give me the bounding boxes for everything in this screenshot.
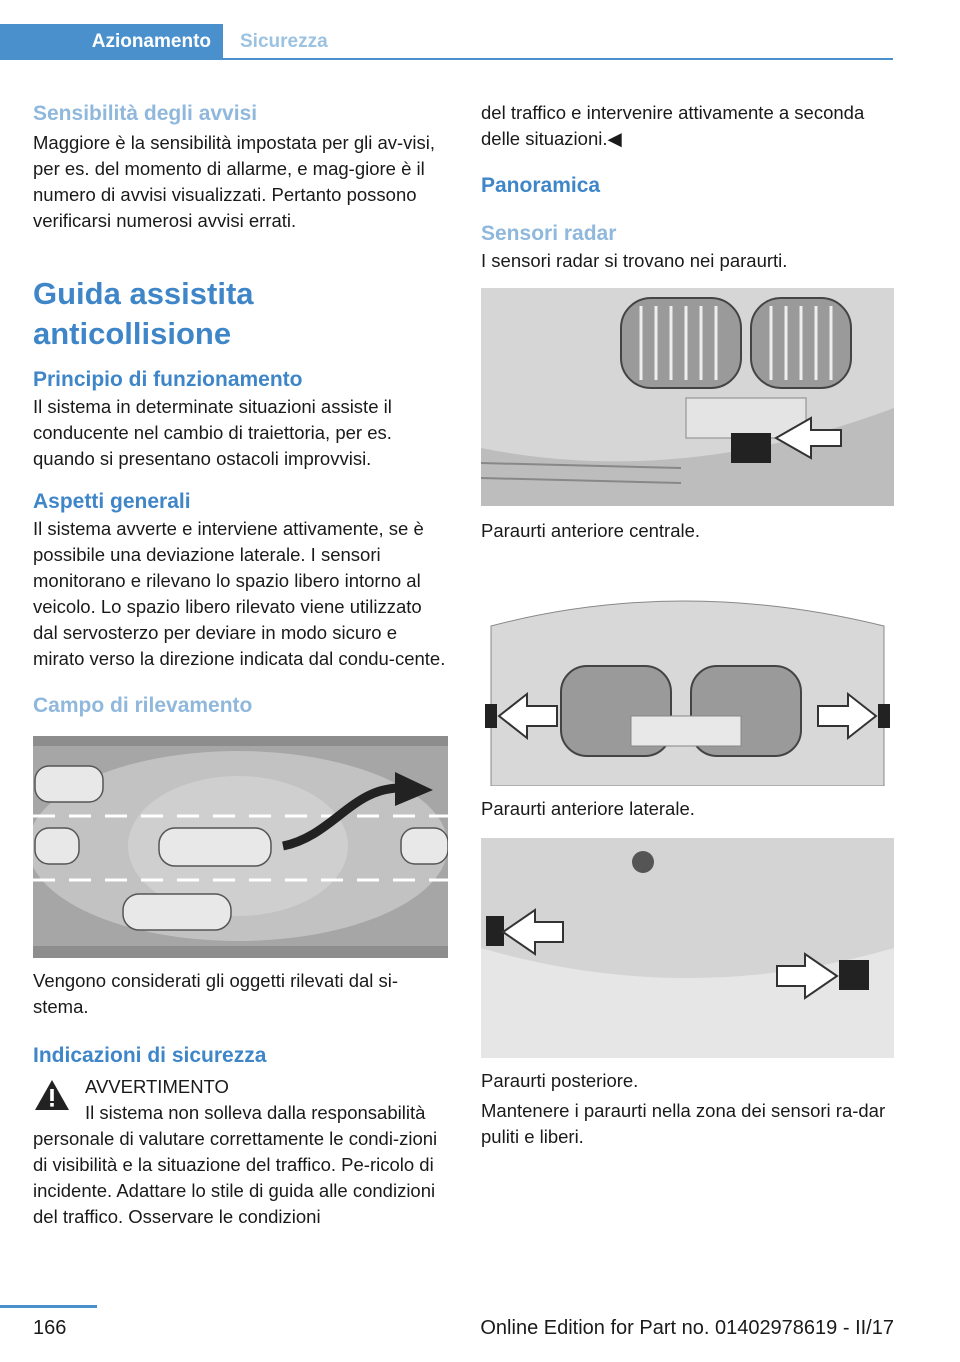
tab-azionamento[interactable]: Azionamento bbox=[0, 24, 223, 60]
caption-front-side: Paraurti anteriore laterale. bbox=[481, 798, 695, 819]
tab-divider bbox=[223, 58, 893, 60]
caption-front-center: Paraurti anteriore centrale. bbox=[481, 520, 701, 541]
warning-label: AVVERTIMENTO bbox=[85, 1076, 229, 1097]
front-side-bumper-figure bbox=[481, 566, 894, 786]
rear-bumper-figure bbox=[481, 838, 894, 1058]
left-column: Sensibilità degli avvisi Maggiore è la s… bbox=[33, 100, 448, 1230]
section-sensitivity-title: Sensibilità degli avvisi bbox=[33, 102, 258, 125]
footer-bar bbox=[0, 1305, 97, 1308]
edition-info: Online Edition for Part no. 01402978619 … bbox=[480, 1317, 894, 1339]
detection-range-figure bbox=[33, 736, 448, 958]
principle-text: Il sistema in determinate situazioni ass… bbox=[33, 396, 392, 469]
tab-sicurezza[interactable]: Sicurezza bbox=[240, 31, 328, 52]
radar-title: Sensori radar bbox=[481, 222, 617, 245]
overview-title: Panoramica bbox=[481, 174, 601, 197]
sensitivity-text: Maggiore è la sensibilità impostata per … bbox=[33, 132, 436, 231]
range-title: Campo di rilevamento bbox=[33, 694, 253, 717]
caption-rear: Paraurti posteriore. bbox=[481, 1070, 639, 1091]
warning-text: Il sistema non solleva dalla responsabil… bbox=[33, 1102, 438, 1227]
continued-text: del traffico e intervenire attivamente a… bbox=[481, 102, 865, 149]
principle-title: Principio di funzionamento bbox=[33, 368, 303, 391]
final-text: Mantenere i paraurti nella zona dei sens… bbox=[481, 1100, 886, 1147]
general-text: Il sistema avverte e interviene attivame… bbox=[33, 518, 446, 669]
general-title: Aspetti generali bbox=[33, 490, 191, 513]
right-column: del traffico e intervenire attivamente a… bbox=[481, 100, 894, 1150]
safety-title: Indicazioni di sicurezza bbox=[33, 1044, 267, 1067]
chapter-tabs: Azionamento Sicurezza bbox=[0, 0, 893, 60]
front-center-bumper-figure bbox=[481, 288, 894, 506]
main-title: Guida assistita anticollisione bbox=[33, 276, 254, 351]
radar-text: I sensori radar si trovano nei paraurti. bbox=[481, 250, 788, 271]
warning-block: AVVERTIMENTO Il sistema non solleva dall… bbox=[33, 1074, 448, 1230]
range-caption: Vengono considerati gli oggetti rilevati… bbox=[33, 970, 399, 1017]
page-number: 166 bbox=[33, 1317, 67, 1339]
warning-triangle-icon bbox=[35, 1080, 69, 1110]
